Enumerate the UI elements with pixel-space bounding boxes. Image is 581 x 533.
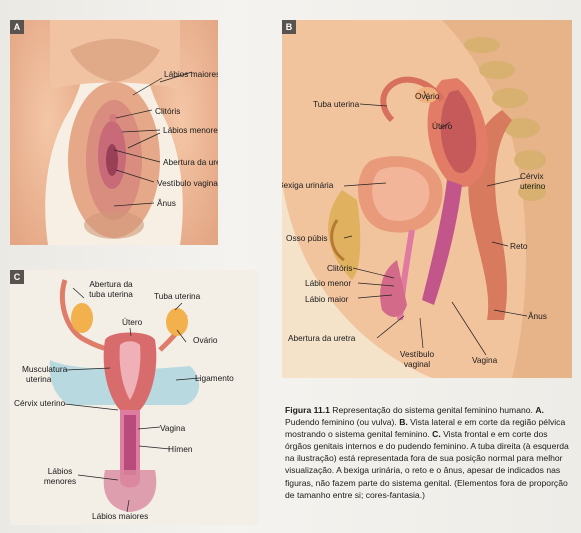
- caption-a-text: Pudendo feminino (ou vulva).: [285, 417, 399, 427]
- label-cervix-uterino: uterino: [520, 181, 545, 191]
- label-labios-maiores-c: Lábios maiores: [92, 511, 148, 521]
- label-vestibulo-vaginal: Vestíbulo vaginal: [157, 178, 218, 188]
- label-abertura-uretra-b: Abertura da uretra: [288, 333, 355, 343]
- panel-b-tag: B: [282, 20, 296, 34]
- caption-title: Representação do sistema genital feminin…: [330, 405, 533, 415]
- caption-figure-number: Figura 11.1: [285, 405, 330, 415]
- label-clitoris-b: Clitóris: [327, 263, 352, 273]
- label-cervix-uterino-c: Cérvix uterino: [14, 398, 65, 408]
- caption-b-letter: B.: [399, 417, 408, 427]
- label-clitoris: Clitóris: [155, 106, 180, 116]
- panel-b-lateral-section: B Tuba uterina Ovário Útero Bexiga uriná…: [282, 20, 572, 378]
- panel-a-tag: A: [10, 20, 24, 34]
- label-anus-b: Ânus: [528, 311, 547, 321]
- label-vestibulo: Vestíbulo: [390, 349, 444, 359]
- panel-c-frontal-section: C Abertura da tuba uterina Tuba uterina …: [10, 270, 258, 525]
- label-tuba-uterina-c: Tuba uterina: [154, 291, 200, 301]
- label-ovario-c: Ovário: [193, 335, 217, 345]
- label-tuba-uterina: Tuba uterina: [313, 99, 359, 109]
- caption-c-letter: C.: [432, 429, 441, 439]
- label-osso-pubis: Osso púbis: [286, 233, 328, 243]
- label-cervix: Cérvix: [520, 171, 544, 181]
- label-reto: Reto: [510, 241, 528, 251]
- label-abertura-da: Abertura da: [80, 279, 142, 289]
- label-vagina-c: Vagina: [160, 423, 185, 433]
- label-ovario: Ovário: [415, 91, 439, 101]
- label-vestibulo-vaginal-b: vaginal: [390, 359, 444, 369]
- panel-a-vulva: A Lábios maiores Clitóris Lábios menores…: [10, 20, 218, 245]
- label-musculatura: Musculatura: [22, 364, 67, 374]
- label-abertura-tuba-uterina: tuba uterina: [80, 289, 142, 299]
- caption-a-letter: A.: [535, 405, 544, 415]
- figure-caption: Figura 11.1 Representação do sistema gen…: [285, 404, 570, 501]
- label-labios-menores-c: menores: [36, 476, 84, 486]
- label-labios-menores: Lábios menores: [163, 125, 218, 135]
- label-labio-menor: Lábio menor: [305, 278, 351, 288]
- label-labio-maior: Lábio maior: [305, 294, 348, 304]
- label-anus: Ânus: [157, 198, 176, 208]
- label-utero-c: Útero: [122, 317, 142, 327]
- label-musculatura-uterina: uterina: [26, 374, 51, 384]
- lateral-section-illustration: [282, 20, 572, 378]
- label-ligamento: Ligamento: [195, 373, 234, 383]
- label-utero: Útero: [432, 121, 452, 131]
- label-labios-maiores: Lábios maiores: [164, 69, 218, 79]
- label-bexiga-urinaria: Bexiga urinária: [282, 180, 333, 190]
- label-himen: Hímen: [168, 444, 192, 454]
- label-abertura-uretra: Abertura da uretra: [163, 157, 218, 167]
- label-vagina-b: Vagina: [472, 355, 497, 365]
- panel-c-tag: C: [10, 270, 24, 284]
- caption-c-text: Vista frontal e em corte dos órgãos geni…: [285, 429, 569, 499]
- label-labios: Lábios: [36, 466, 84, 476]
